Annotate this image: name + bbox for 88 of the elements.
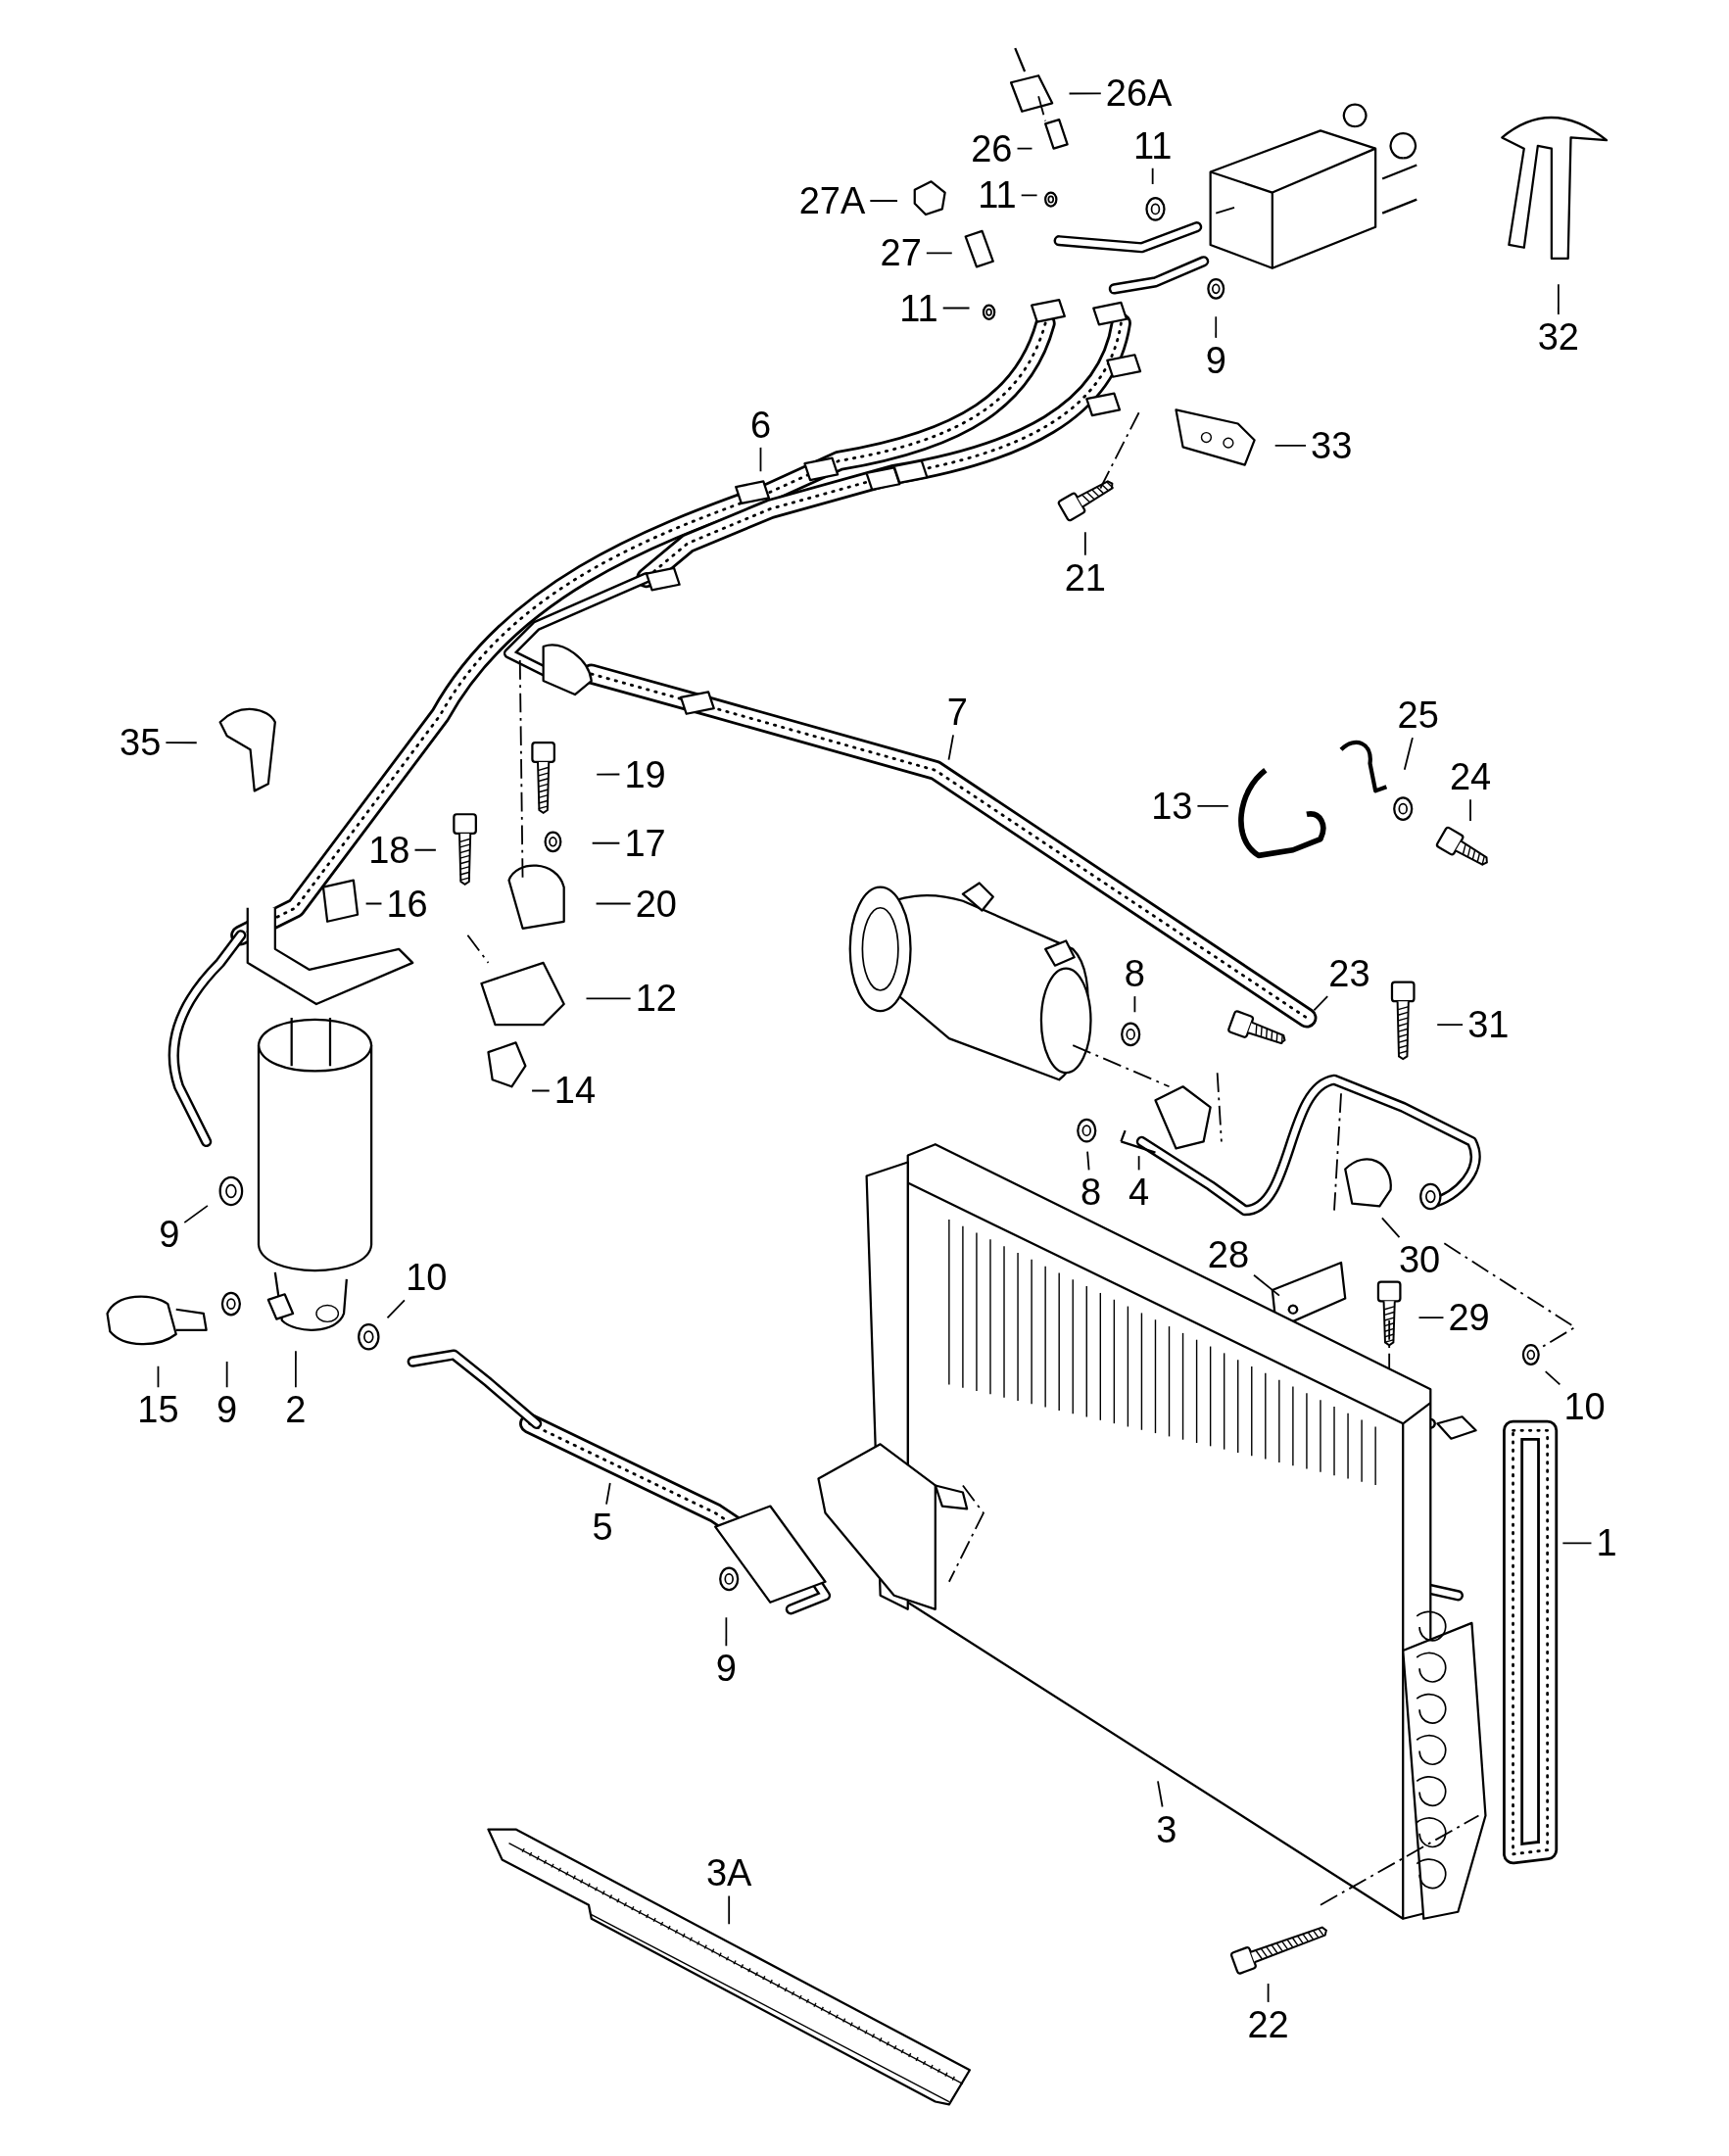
leader-line [225,1361,228,1389]
leader-line [596,773,621,776]
callout-number: 15 [135,1390,181,1430]
callout-number: 11 [1130,125,1175,166]
leader-line [1253,1273,1280,1297]
leader-line [585,997,632,1000]
leader-line [165,742,198,744]
callout-number: 33 [1309,425,1355,465]
callout-number: 25 [1395,695,1441,736]
callout-number: 14 [552,1071,599,1111]
leader-line [413,848,437,851]
callout-number: 20 [633,884,679,924]
leader-line [1380,1217,1401,1239]
leader-line [947,734,954,761]
callout-number: 32 [1535,317,1581,357]
leader-line [1436,1024,1465,1026]
leader-line [759,447,762,473]
leader-line [1157,1780,1164,1808]
leader-line [1137,1155,1140,1172]
callout-number: 26A [1103,73,1175,114]
leader-line [1561,1542,1593,1545]
leader-line [591,841,621,844]
leader-line [1313,995,1329,1012]
callout-number: 35 [118,723,164,763]
leader-line [386,1299,406,1319]
callout-number: 3A [703,1853,754,1893]
callout-number: 17 [622,823,668,863]
leader-line [1016,147,1033,150]
callout-number: 27A [796,181,868,220]
leader-line [1020,194,1038,197]
callout-number: 19 [622,754,668,794]
leader-line [1544,1370,1561,1386]
callout-number: 13 [1149,786,1195,826]
callout-number: 18 [366,830,412,870]
callout-number: 10 [1561,1387,1608,1427]
callout-number: 10 [404,1258,450,1298]
leader-line [1273,445,1307,447]
leader-line [1151,167,1154,185]
callout-number: 31 [1465,1005,1512,1045]
callout-number: 28 [1205,1234,1252,1274]
leader-line [183,1205,209,1224]
leader-line [157,1365,160,1389]
leader-line [1086,1150,1090,1172]
leader-line [364,902,383,905]
leader-line [1196,804,1229,807]
callout-number: 26 [969,128,1015,168]
leader-line [1403,737,1414,771]
leader-line [595,902,632,905]
callout-number: 11 [897,288,940,328]
leader-line [925,252,953,255]
callout-number: 8 [1122,954,1147,994]
callout-number: 8 [1078,1173,1104,1213]
callout-number: 9 [157,1214,182,1254]
leader-line [1083,531,1086,556]
callout-number: 4 [1127,1173,1152,1213]
leader-line [1558,283,1560,315]
callout-number: 12 [633,979,679,1019]
callout-number: 27 [878,233,924,273]
callout-number: 30 [1396,1240,1443,1280]
leader-line [1133,995,1136,1014]
leader-line [869,200,898,202]
callout-number: 23 [1326,954,1372,994]
callout-number: 11 [976,175,1019,216]
callout-number: 9 [713,1649,739,1689]
leader-line [1469,798,1471,822]
callout-number: 22 [1245,2004,1291,2044]
leader-line [1068,92,1102,95]
leader-line [728,1894,731,1926]
callout-number: 16 [384,884,430,924]
callout-number: 3 [1154,1809,1179,1849]
callout-number: 21 [1062,557,1108,598]
callout-number: 7 [944,693,970,733]
callout-number: 9 [215,1390,240,1430]
leader-line [941,307,971,310]
callout-number: 9 [1203,340,1228,380]
callout-number: 5 [590,1507,615,1547]
callout-number: 29 [1446,1298,1492,1338]
callout-number: 24 [1447,757,1494,797]
callout-number: 1 [1594,1523,1619,1563]
leader-line [1417,1317,1445,1319]
leader-line [605,1482,611,1506]
leader-line [725,1616,728,1648]
leader-line [531,1089,551,1092]
callout-number: 2 [283,1390,309,1430]
leader-line [1267,1983,1270,2003]
callout-number: 6 [747,405,774,445]
leader-line [1215,315,1218,339]
leader-line [295,1350,297,1389]
